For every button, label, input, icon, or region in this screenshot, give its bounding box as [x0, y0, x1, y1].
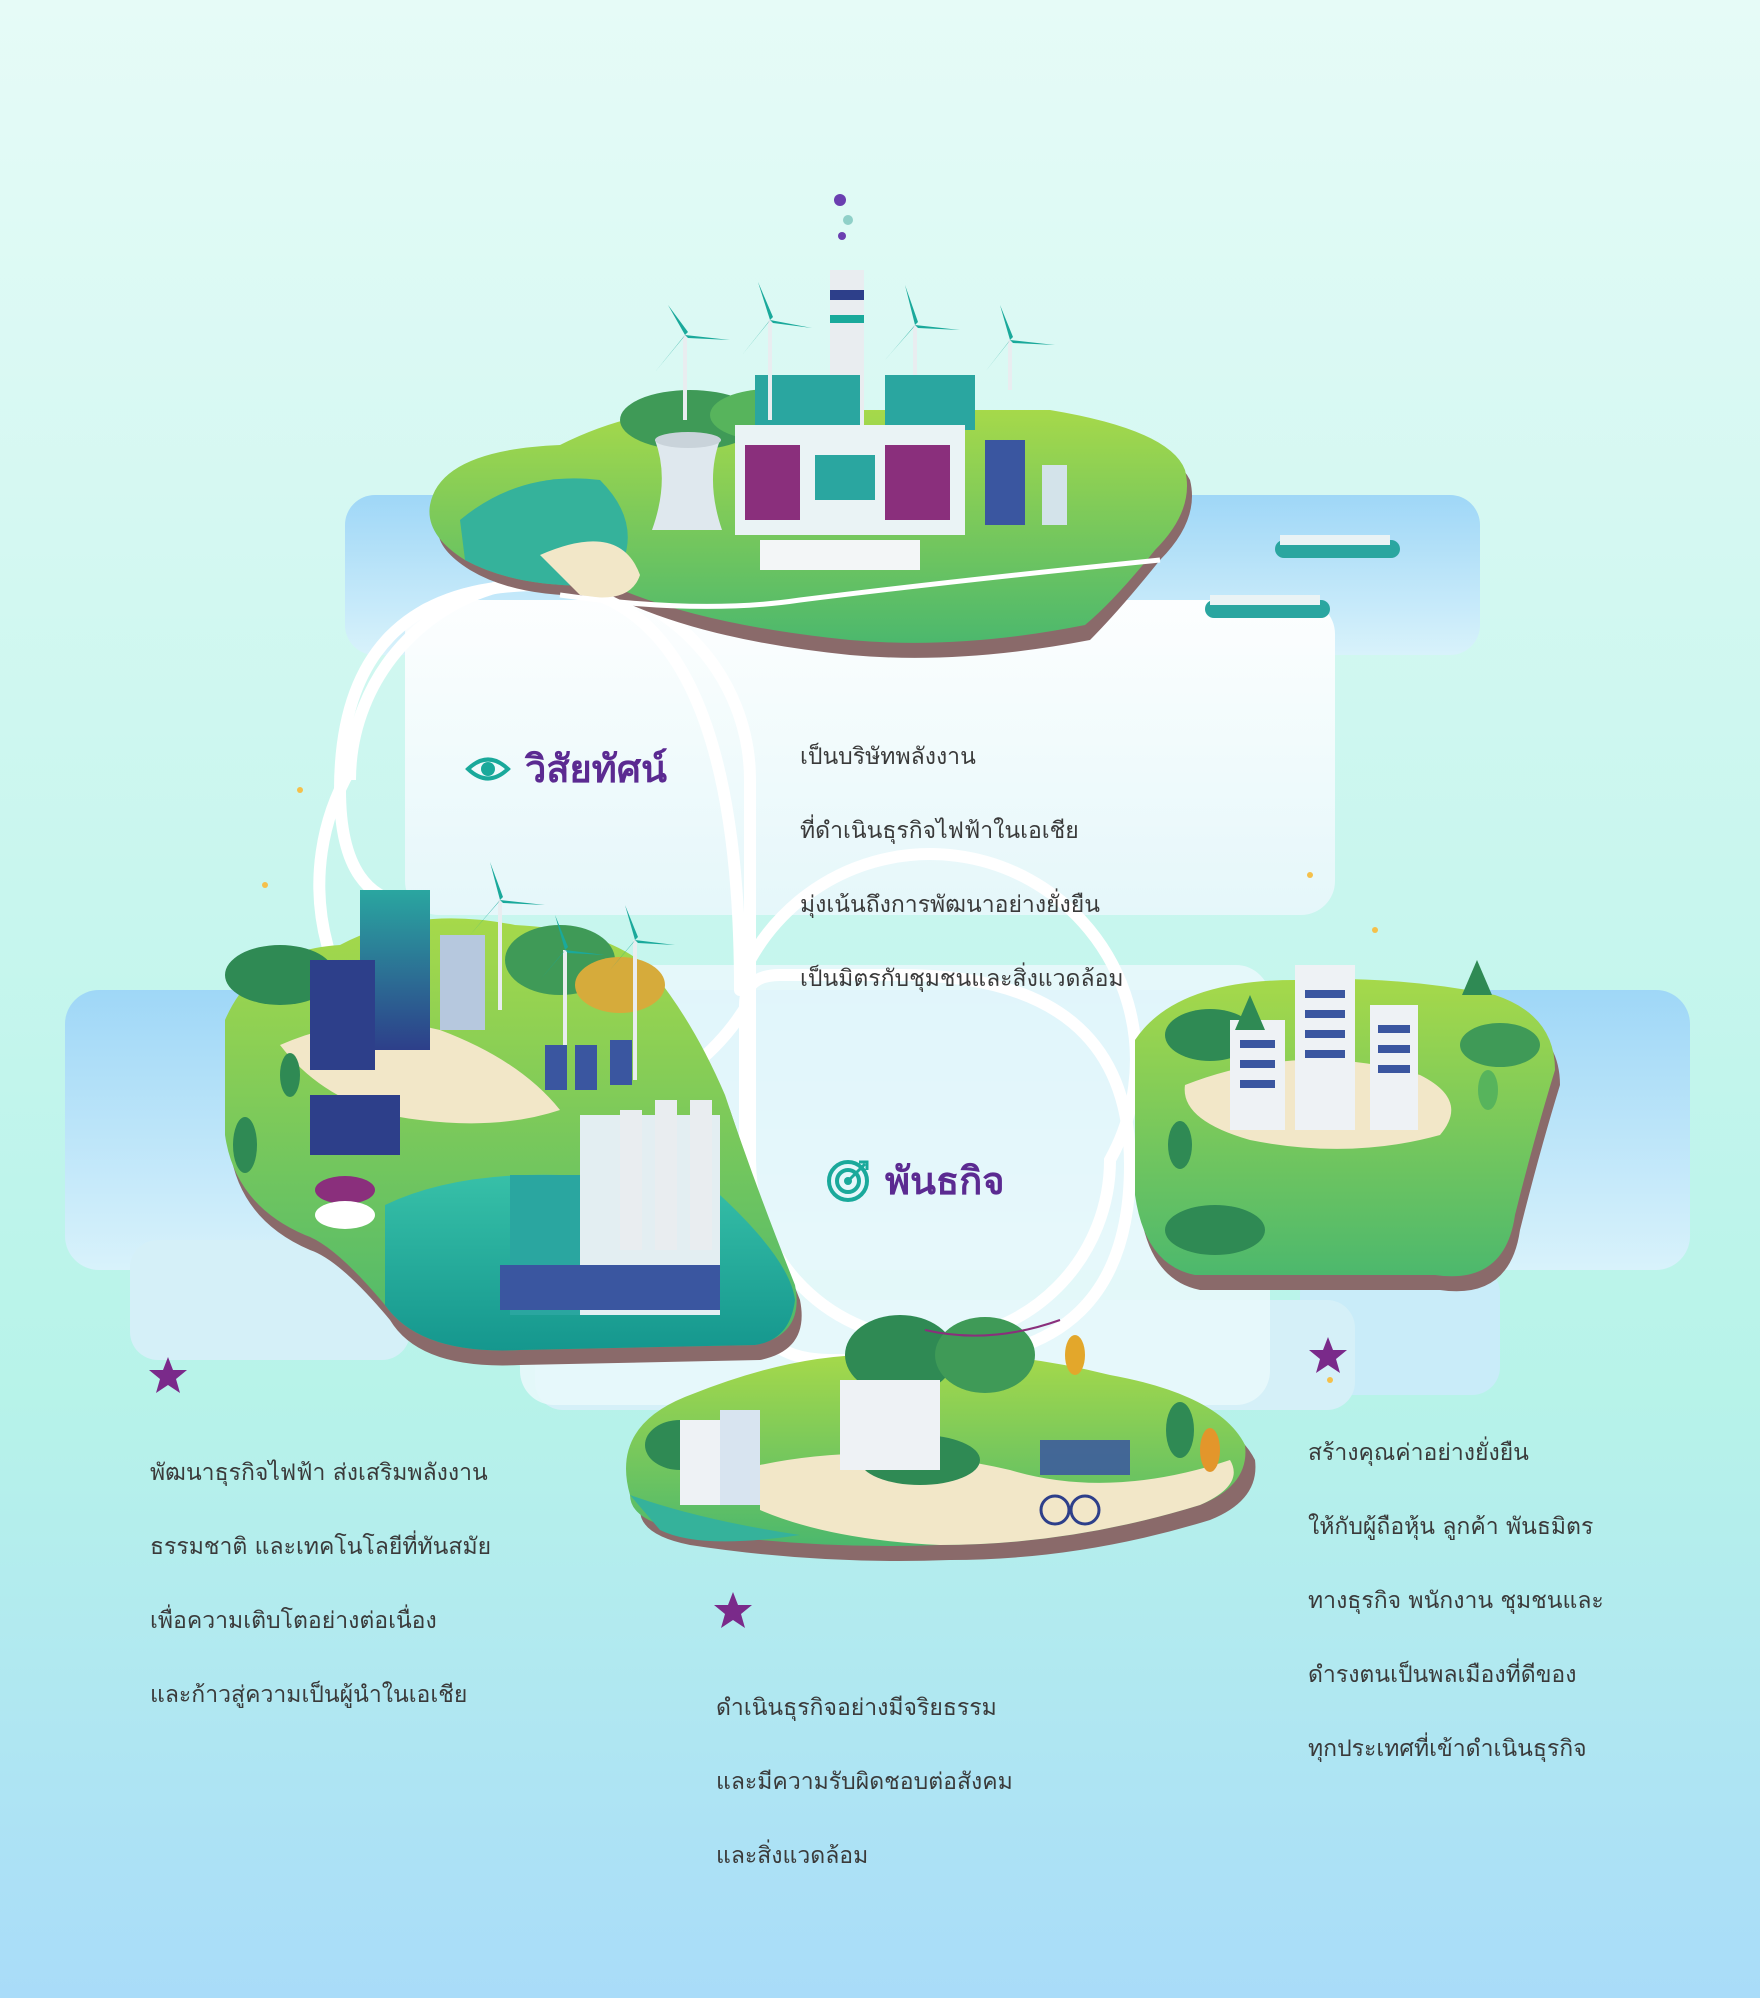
mission-title: พันธกิจ [885, 1159, 1005, 1203]
vision-line: เป็นมิตรกับชุมชนและสิ่งแวดล้อม [800, 966, 1124, 992]
vision-title: วิสัยทัศน์ [525, 747, 667, 791]
mission-item-3-text: สร้างคุณค่าอย่างยั่งยืน ให้กับผู้ถือหุ้น… [1308, 1398, 1604, 1805]
star-icon [149, 1357, 187, 1393]
mission-item-2-text: ดำเนินธุรกิจอย่างมีจริยธรรม และมีความรับ… [716, 1653, 1013, 1912]
mission-line: ทุกประเทศที่เข้าดำเนินธุรกิจ [1308, 1736, 1587, 1762]
mission-line: พัฒนาธุรกิจไฟฟ้า ส่งเสริมพลังงาน [150, 1460, 488, 1486]
mission-line: สร้างคุณค่าอย่างยั่งยืน [1308, 1440, 1529, 1466]
vision-line: เป็นบริษัทพลังงาน [800, 744, 976, 770]
community-island [626, 1315, 1256, 1561]
sparkle-dots [262, 787, 1378, 1383]
city-island [1135, 960, 1560, 1292]
eye-icon [465, 757, 511, 780]
star-icon [714, 1592, 752, 1628]
star-icon [1309, 1337, 1347, 1373]
mission-line: ธรรมชาติ และเทคโนโลยีที่ทันสมัย [150, 1534, 492, 1560]
vision-line: มุ่งเน้นถึงการพัฒนาอย่างยั่งยืน [800, 892, 1100, 918]
mission-line: เพื่อความเติบโตอย่างต่อเนื่อง [150, 1608, 437, 1634]
renewable-energy-island [225, 862, 802, 1366]
mission-line: ให้กับผู้ถือหุ้น ลูกค้า พันธมิตร [1308, 1514, 1594, 1540]
mission-line: และสิ่งแวดล้อม [716, 1843, 869, 1869]
mission-line: ทางธุรกิจ พนักงาน ชุมชนและ [1308, 1588, 1604, 1614]
vision-line: ที่ดำเนินธุรกิจไฟฟ้าในเอเชีย [800, 818, 1079, 844]
mission-line: ดำรงตนเป็นพลเมืองที่ดีของ [1308, 1662, 1577, 1688]
mission-line: ดำเนินธุรกิจอย่างมีจริยธรรม [716, 1695, 997, 1721]
mission-line: และก้าวสู่ความเป็นผู้นำในเอเชีย [150, 1682, 468, 1708]
power-plant-island [429, 194, 1400, 658]
target-icon [827, 1159, 869, 1202]
mission-line: และมีความรับผิดชอบต่อสังคม [716, 1769, 1013, 1795]
mission-item-1-text: พัฒนาธุรกิจไฟฟ้า ส่งเสริมพลังงาน ธรรมชาต… [150, 1418, 491, 1751]
mission-heading: พันธกิจ [825, 1150, 1005, 1211]
vision-text: เป็นบริษัทพลังงาน ที่ดำเนินธุรกิจไฟฟ้าใน… [800, 702, 1124, 1035]
vision-heading: วิสัยทัศน์ [465, 738, 667, 799]
